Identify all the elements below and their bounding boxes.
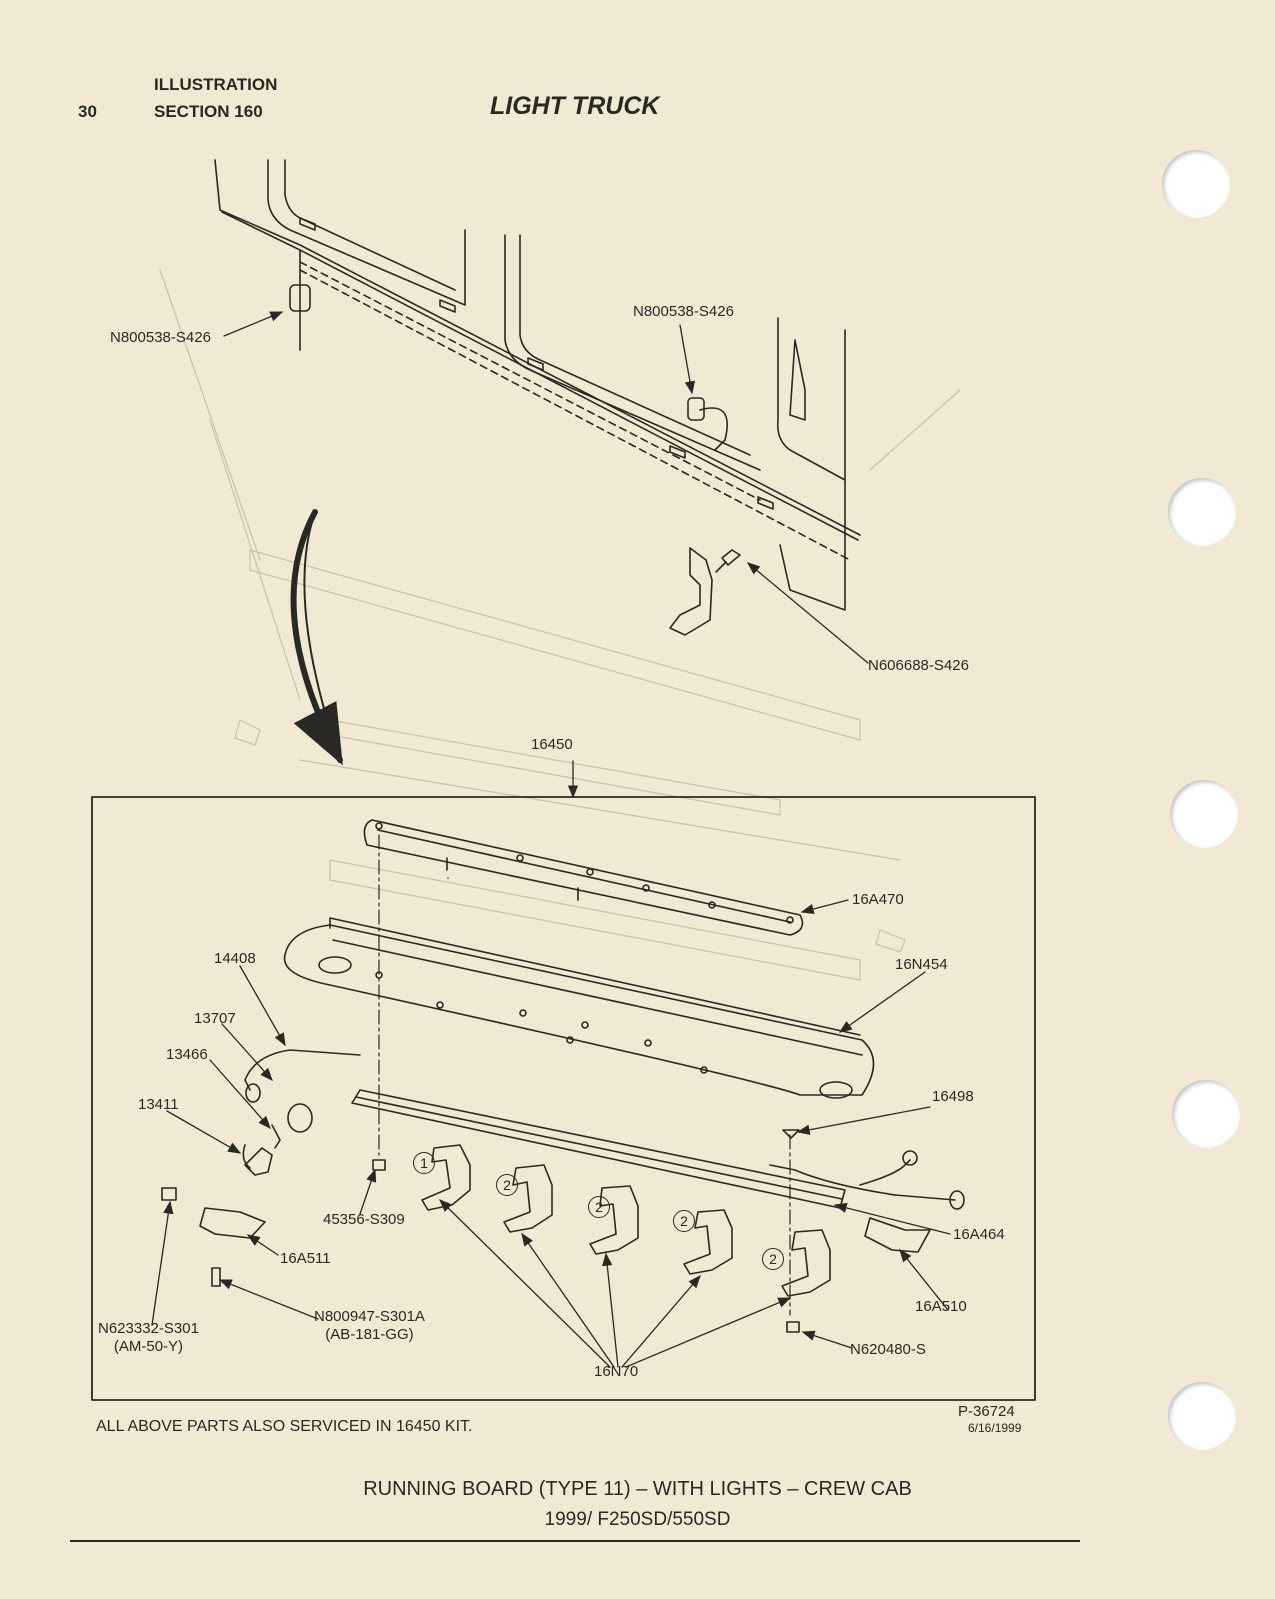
cab-body-outline [214,159,861,611]
part-16A510 [864,1217,931,1253]
binder-hole [1168,478,1236,546]
callout-n606688: N606688-S426 [868,657,969,674]
bracket-marker: 2 [496,1174,518,1196]
binder-hole [1162,150,1230,218]
binder-hole [1168,1382,1236,1450]
bracket-marker: 2 [673,1210,695,1232]
callout-n800947: N800947-S301A (AB-181-GG) [314,1308,425,1343]
callout-16N454: 16N454 [895,956,948,973]
callout-13411: 13411 [138,1096,179,1113]
callout-13466: 13466 [166,1046,208,1063]
curved-arrow [290,509,343,766]
leader-arrows [151,311,951,1368]
ghost-background-parts [159,269,961,981]
bracket-marker: 1 [413,1152,435,1174]
callout-n620480: N620480-S [850,1341,926,1358]
page-number: 30 [78,102,97,121]
callout-14408: 14408 [214,950,256,967]
header-section: SECTION 160 [154,102,263,121]
binder-hole [1172,1080,1240,1148]
wire-harness [242,1049,965,1210]
upper-bracket [669,547,741,636]
callout-13707: 13707 [194,1010,236,1027]
page-title: LIGHT TRUCK [490,92,660,120]
illustration-date: 6/16/1999 [968,1421,1022,1435]
figure-caption-line2: 1999/ F250SD/550SD [544,1509,731,1530]
figure-caption-line1: RUNNING BOARD (TYPE 11) – WITH LIGHTS – … [363,1478,912,1500]
binder-hole [1170,780,1238,848]
callout-16A511: 16A511 [280,1250,331,1267]
part-45356 [372,1159,386,1171]
service-kit-note: ALL ABOVE PARTS ALSO SERVICED IN 16450 K… [96,1418,473,1435]
callout-n623332: N623332-S301 (AM-50-Y) [98,1320,199,1355]
part-16450-board [351,1089,846,1209]
callout-16A464: 16A464 [953,1226,1005,1243]
callout-45356: 45356-S309 [323,1211,405,1228]
callout-16450: 16450 [531,736,573,753]
brackets-16N70 [421,1144,831,1297]
bottom-rule [70,1540,1080,1542]
part-16N454 [283,917,875,1099]
callout-n800538-left: N800538-S426 [110,329,211,346]
inset-frame [91,796,1036,1401]
part-16A511 [199,1207,266,1239]
callout-16498: 16498 [932,1088,974,1105]
callout-n800538-right: N800538-S426 [633,303,734,320]
header-illustration: ILLUSTRATION [154,75,278,94]
part-16A470 [363,819,804,936]
callout-16N70: 16N70 [594,1363,639,1380]
callout-16A470: 16A470 [852,891,904,908]
bracket-marker: 2 [588,1196,610,1218]
bracket-marker: 2 [762,1248,784,1270]
callout-16A510: 16A510 [915,1298,967,1315]
illustration-reference-number: P-36724 [958,1403,1015,1420]
